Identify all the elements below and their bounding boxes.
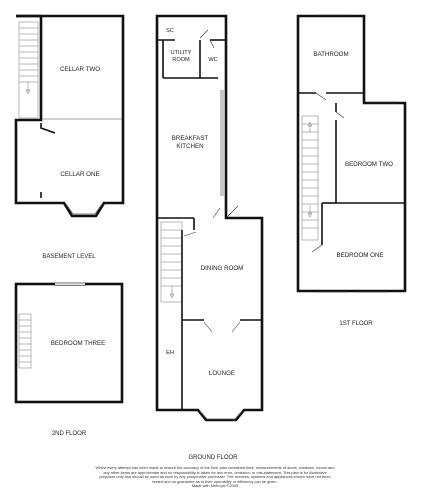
lounge-bay-window (199, 410, 243, 420)
cellar-door-swing (40, 123, 56, 134)
first-floor-stairs (301, 115, 319, 241)
dining-lounge-door-right (231, 321, 241, 333)
level-label-basement: BASEMENT LEVEL (42, 254, 96, 260)
room-label-utility-2: ROOM (172, 57, 190, 63)
first-floor-outer-wall (296, 14, 407, 293)
metropix-credit: Made with Metropix ©2009 (191, 483, 239, 489)
kitchen-garden-door (225, 205, 239, 219)
room-label-wc: WC (208, 57, 217, 63)
disclaimer-text: Whilst every attempt has been made to en… (95, 465, 335, 484)
basement-plan: CELLAR TWO CELLAR ONE BASEMENT LEVEL (14, 14, 125, 260)
second-floor-plan: BEDROOM THREE 2ND FLOOR (14, 282, 124, 437)
room-label-utility-1: UTILITY (171, 50, 192, 56)
room-label-bathroom: BATHROOM (313, 51, 348, 58)
disclaimer: Whilst every attempt has been made to en… (95, 465, 335, 489)
first-floor-plan: BATHROOM BEDROOM TWO BEDROOM ONE 1ST FLO… (296, 14, 407, 327)
room-label-cellar-two: CELLAR TWO (60, 66, 100, 73)
bedroom-two-door (335, 111, 345, 119)
level-label-ground-floor: GROUND FLOOR (188, 455, 238, 461)
wc-door (209, 39, 215, 49)
room-label-sc: SC (166, 28, 174, 34)
ground-floor-stairs (160, 221, 183, 303)
ground-floor-plan: SC UTILITY ROOM WC BREAKFAST KITCHEN DIN… (155, 14, 264, 461)
ground-floor-outer-wall (155, 14, 264, 422)
bedroom-one-door (311, 244, 323, 253)
bathroom-door (315, 92, 327, 101)
room-label-kitchen-1: BREAKFAST (172, 135, 209, 142)
kitchen-dining-door (212, 207, 221, 219)
second-floor-stairs (18, 313, 32, 369)
dining-lounge-door-left (203, 321, 213, 333)
room-label-eh: EH (166, 350, 174, 356)
level-label-first-floor: 1ST FLOOR (339, 321, 373, 327)
room-label-bedroom-three: BEDROOM THREE (51, 340, 106, 347)
room-label-lounge: LOUNGE (209, 370, 235, 377)
room-label-kitchen-2: KITCHEN (176, 143, 203, 150)
hall-dining-door (183, 231, 197, 237)
basement-stairs (18, 21, 39, 119)
cellar-bay-window (65, 203, 103, 215)
room-label-dining-room: DINING ROOM (201, 265, 244, 272)
room-label-bedroom-one: BEDROOM ONE (336, 252, 383, 259)
basement-outer-wall (14, 14, 125, 218)
level-label-second-floor: 2ND FLOOR (52, 431, 87, 437)
room-label-bedroom-two: BEDROOM TWO (345, 161, 393, 168)
utility-door (199, 29, 209, 39)
room-label-cellar-one: CELLAR ONE (60, 171, 99, 178)
